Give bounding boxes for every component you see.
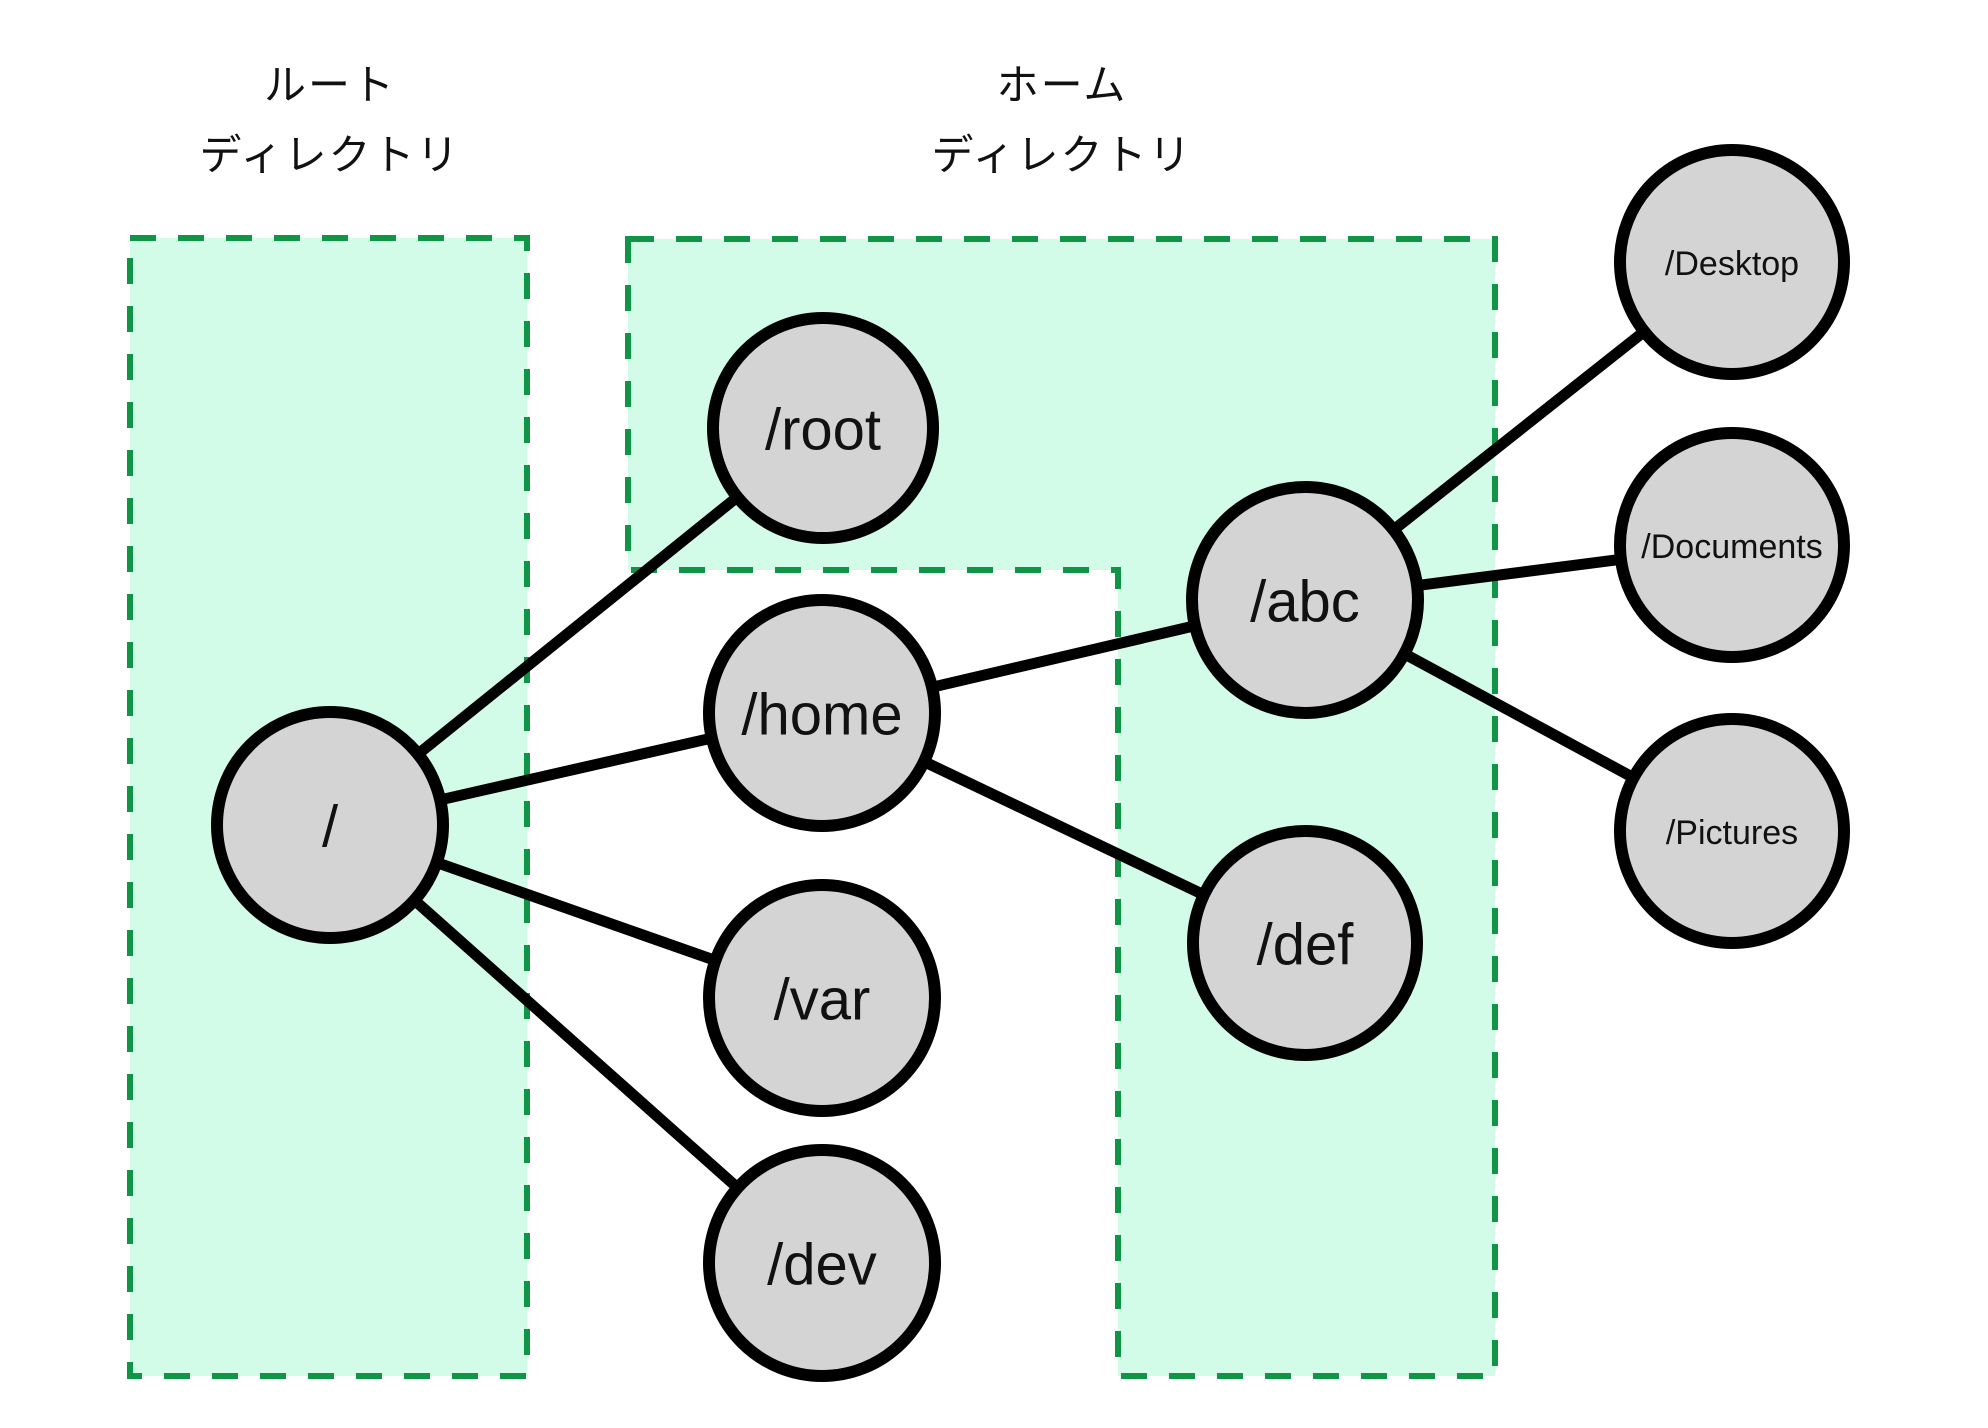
node-def[interactable]: /def (1187, 825, 1423, 1061)
edge-slash-root (409, 488, 746, 763)
node-home-label: /home (741, 683, 902, 748)
home-directory-region-border (625, 236, 1498, 1379)
edge-home-abc (922, 619, 1205, 694)
node-desktop[interactable]: /Desktop (1614, 144, 1850, 380)
node-layer: / /root/home/var/dev/abc/def/Desktop/Docu… (211, 144, 1850, 1382)
node-desktop-label: /Desktop (1665, 245, 1799, 283)
node-root-slash[interactable]: / (211, 706, 449, 944)
home-directory-caption-line-1: ホーム (997, 62, 1128, 109)
node-dev-label: /dev (767, 1233, 877, 1298)
node-def-label: /def (1257, 913, 1355, 978)
node-pictures-label: /Pictures (1666, 814, 1798, 852)
node-home-circle[interactable] (703, 594, 941, 832)
root-directory-caption-line-1: ルート (264, 62, 396, 109)
node-abc-circle[interactable] (1186, 481, 1424, 719)
edge-abc-pictures (1395, 646, 1643, 786)
node-documents[interactable]: /Documents (1614, 427, 1850, 663)
edge-abc-documents (1407, 553, 1631, 592)
edge-slash-home (430, 731, 722, 807)
node-dev-circle[interactable] (703, 1144, 941, 1382)
node-dev[interactable]: /dev (703, 1144, 941, 1382)
node-pictures[interactable]: /Pictures (1614, 713, 1850, 949)
node-desktop-circle[interactable] (1614, 144, 1850, 380)
edge-home-def (914, 754, 1213, 903)
node-abc-label: /abc (1250, 570, 1360, 635)
node-root-label: /root (765, 398, 881, 463)
node-documents-circle[interactable] (1614, 427, 1850, 663)
node-documents-label: /Documents (1641, 528, 1822, 566)
root-directory-region-border (127, 235, 530, 1379)
node-root-slash-circle[interactable] (211, 706, 449, 944)
edge-abc-desktop (1384, 323, 1653, 538)
node-var-label: /var (774, 968, 871, 1033)
node-var-circle[interactable] (703, 879, 941, 1117)
edge-slash-var (427, 855, 725, 968)
node-pictures-circle[interactable] (1614, 713, 1850, 949)
node-def-circle[interactable] (1187, 825, 1423, 1061)
node-root[interactable]: /root (707, 312, 939, 544)
node-var[interactable]: /var (703, 879, 941, 1117)
home-directory-caption-line-2: ディレクトリ (931, 132, 1192, 179)
edge-slash-dev (405, 891, 747, 1197)
node-root-circle[interactable] (707, 312, 939, 544)
node-abc[interactable]: /abc (1186, 481, 1424, 719)
root-directory-caption-line-2: ディレクトリ (199, 132, 460, 179)
node-home[interactable]: /home (703, 594, 941, 832)
edge-layer (405, 323, 1653, 1197)
node-root-slash-label: / (322, 795, 339, 860)
